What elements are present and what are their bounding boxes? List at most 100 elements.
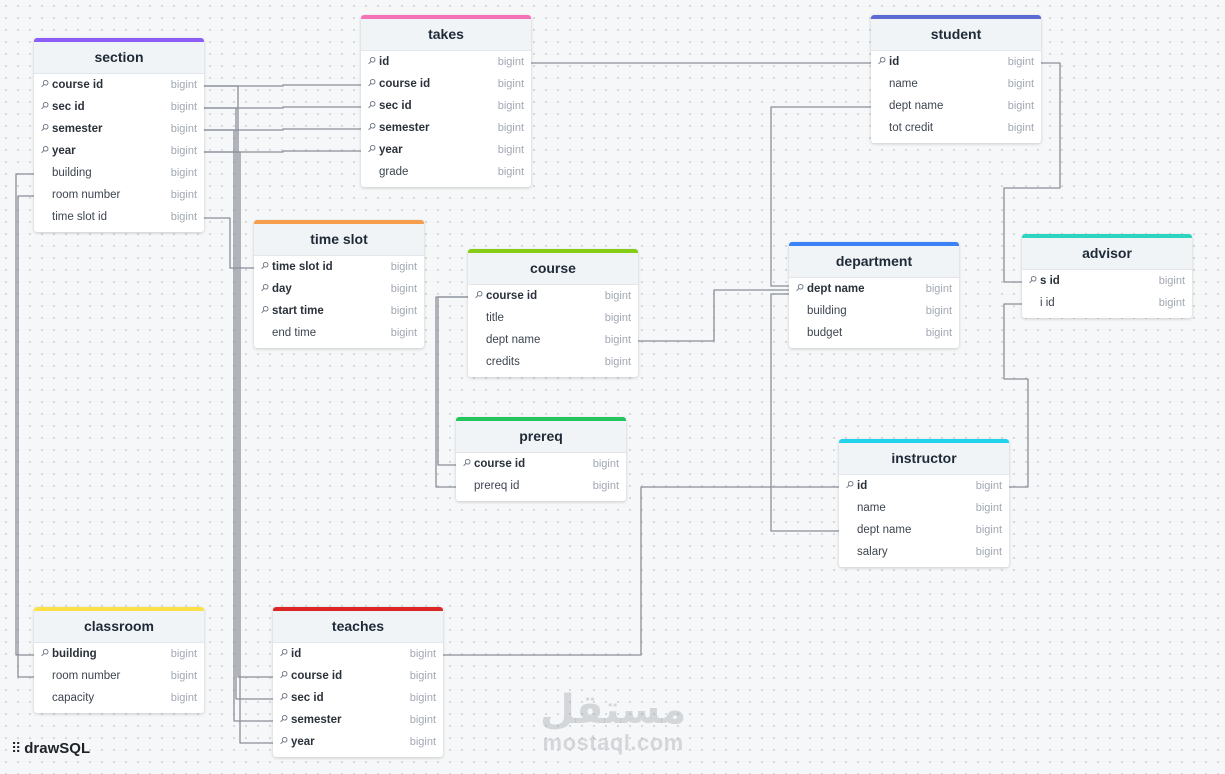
column-name: capacity — [52, 692, 95, 704]
column-type: bigint — [170, 211, 197, 223]
table-title[interactable]: department — [789, 246, 959, 278]
relationship-line[interactable] — [638, 289, 789, 342]
relationship-line[interactable] — [435, 296, 468, 488]
table-title[interactable]: prereq — [456, 421, 626, 453]
table-title[interactable]: course — [468, 253, 638, 285]
column-name: year — [52, 145, 76, 157]
table-title[interactable]: section — [34, 42, 204, 74]
table-title[interactable]: advisor — [1022, 238, 1192, 270]
table-color-bar — [456, 417, 626, 421]
relationship-line[interactable] — [204, 217, 254, 269]
column-name: sec id — [379, 100, 412, 112]
relationship-line[interactable] — [204, 129, 273, 722]
column-name: room number — [52, 670, 121, 682]
table-color-bar — [254, 220, 424, 224]
relationship-line[interactable] — [204, 84, 361, 87]
column-name: id — [291, 648, 302, 660]
relationship-line[interactable] — [204, 85, 273, 678]
relationship-line[interactable] — [204, 107, 273, 700]
relationship-line[interactable] — [770, 106, 871, 287]
table-color-bar — [789, 242, 959, 246]
relationship-line[interactable] — [15, 173, 34, 656]
table-title[interactable]: student — [871, 19, 1041, 51]
relationship-line[interactable] — [17, 195, 34, 678]
column-type: bigint — [497, 100, 524, 112]
relationship-line[interactable] — [204, 150, 361, 153]
drawsql-logo[interactable]: ⠿ drawSQL — [11, 740, 90, 757]
table-title[interactable]: classroom — [34, 611, 204, 643]
column-type: bigint — [390, 327, 417, 339]
relationship-line[interactable] — [1003, 303, 1029, 488]
table-title[interactable]: takes — [361, 19, 531, 51]
relationship-line[interactable] — [204, 106, 361, 109]
table-title[interactable]: instructor — [839, 443, 1009, 475]
table-title[interactable]: teaches — [273, 611, 443, 643]
relationship-line[interactable] — [443, 486, 839, 656]
column-name: name — [889, 78, 918, 90]
relationship-line[interactable] — [1003, 62, 1061, 283]
table-color-bar — [34, 607, 204, 611]
relationship-line[interactable] — [204, 151, 273, 744]
column-name: building — [52, 167, 92, 179]
relationship-line[interactable] — [770, 293, 839, 532]
table-title[interactable]: time slot — [254, 224, 424, 256]
relationship-line[interactable] — [204, 128, 361, 131]
